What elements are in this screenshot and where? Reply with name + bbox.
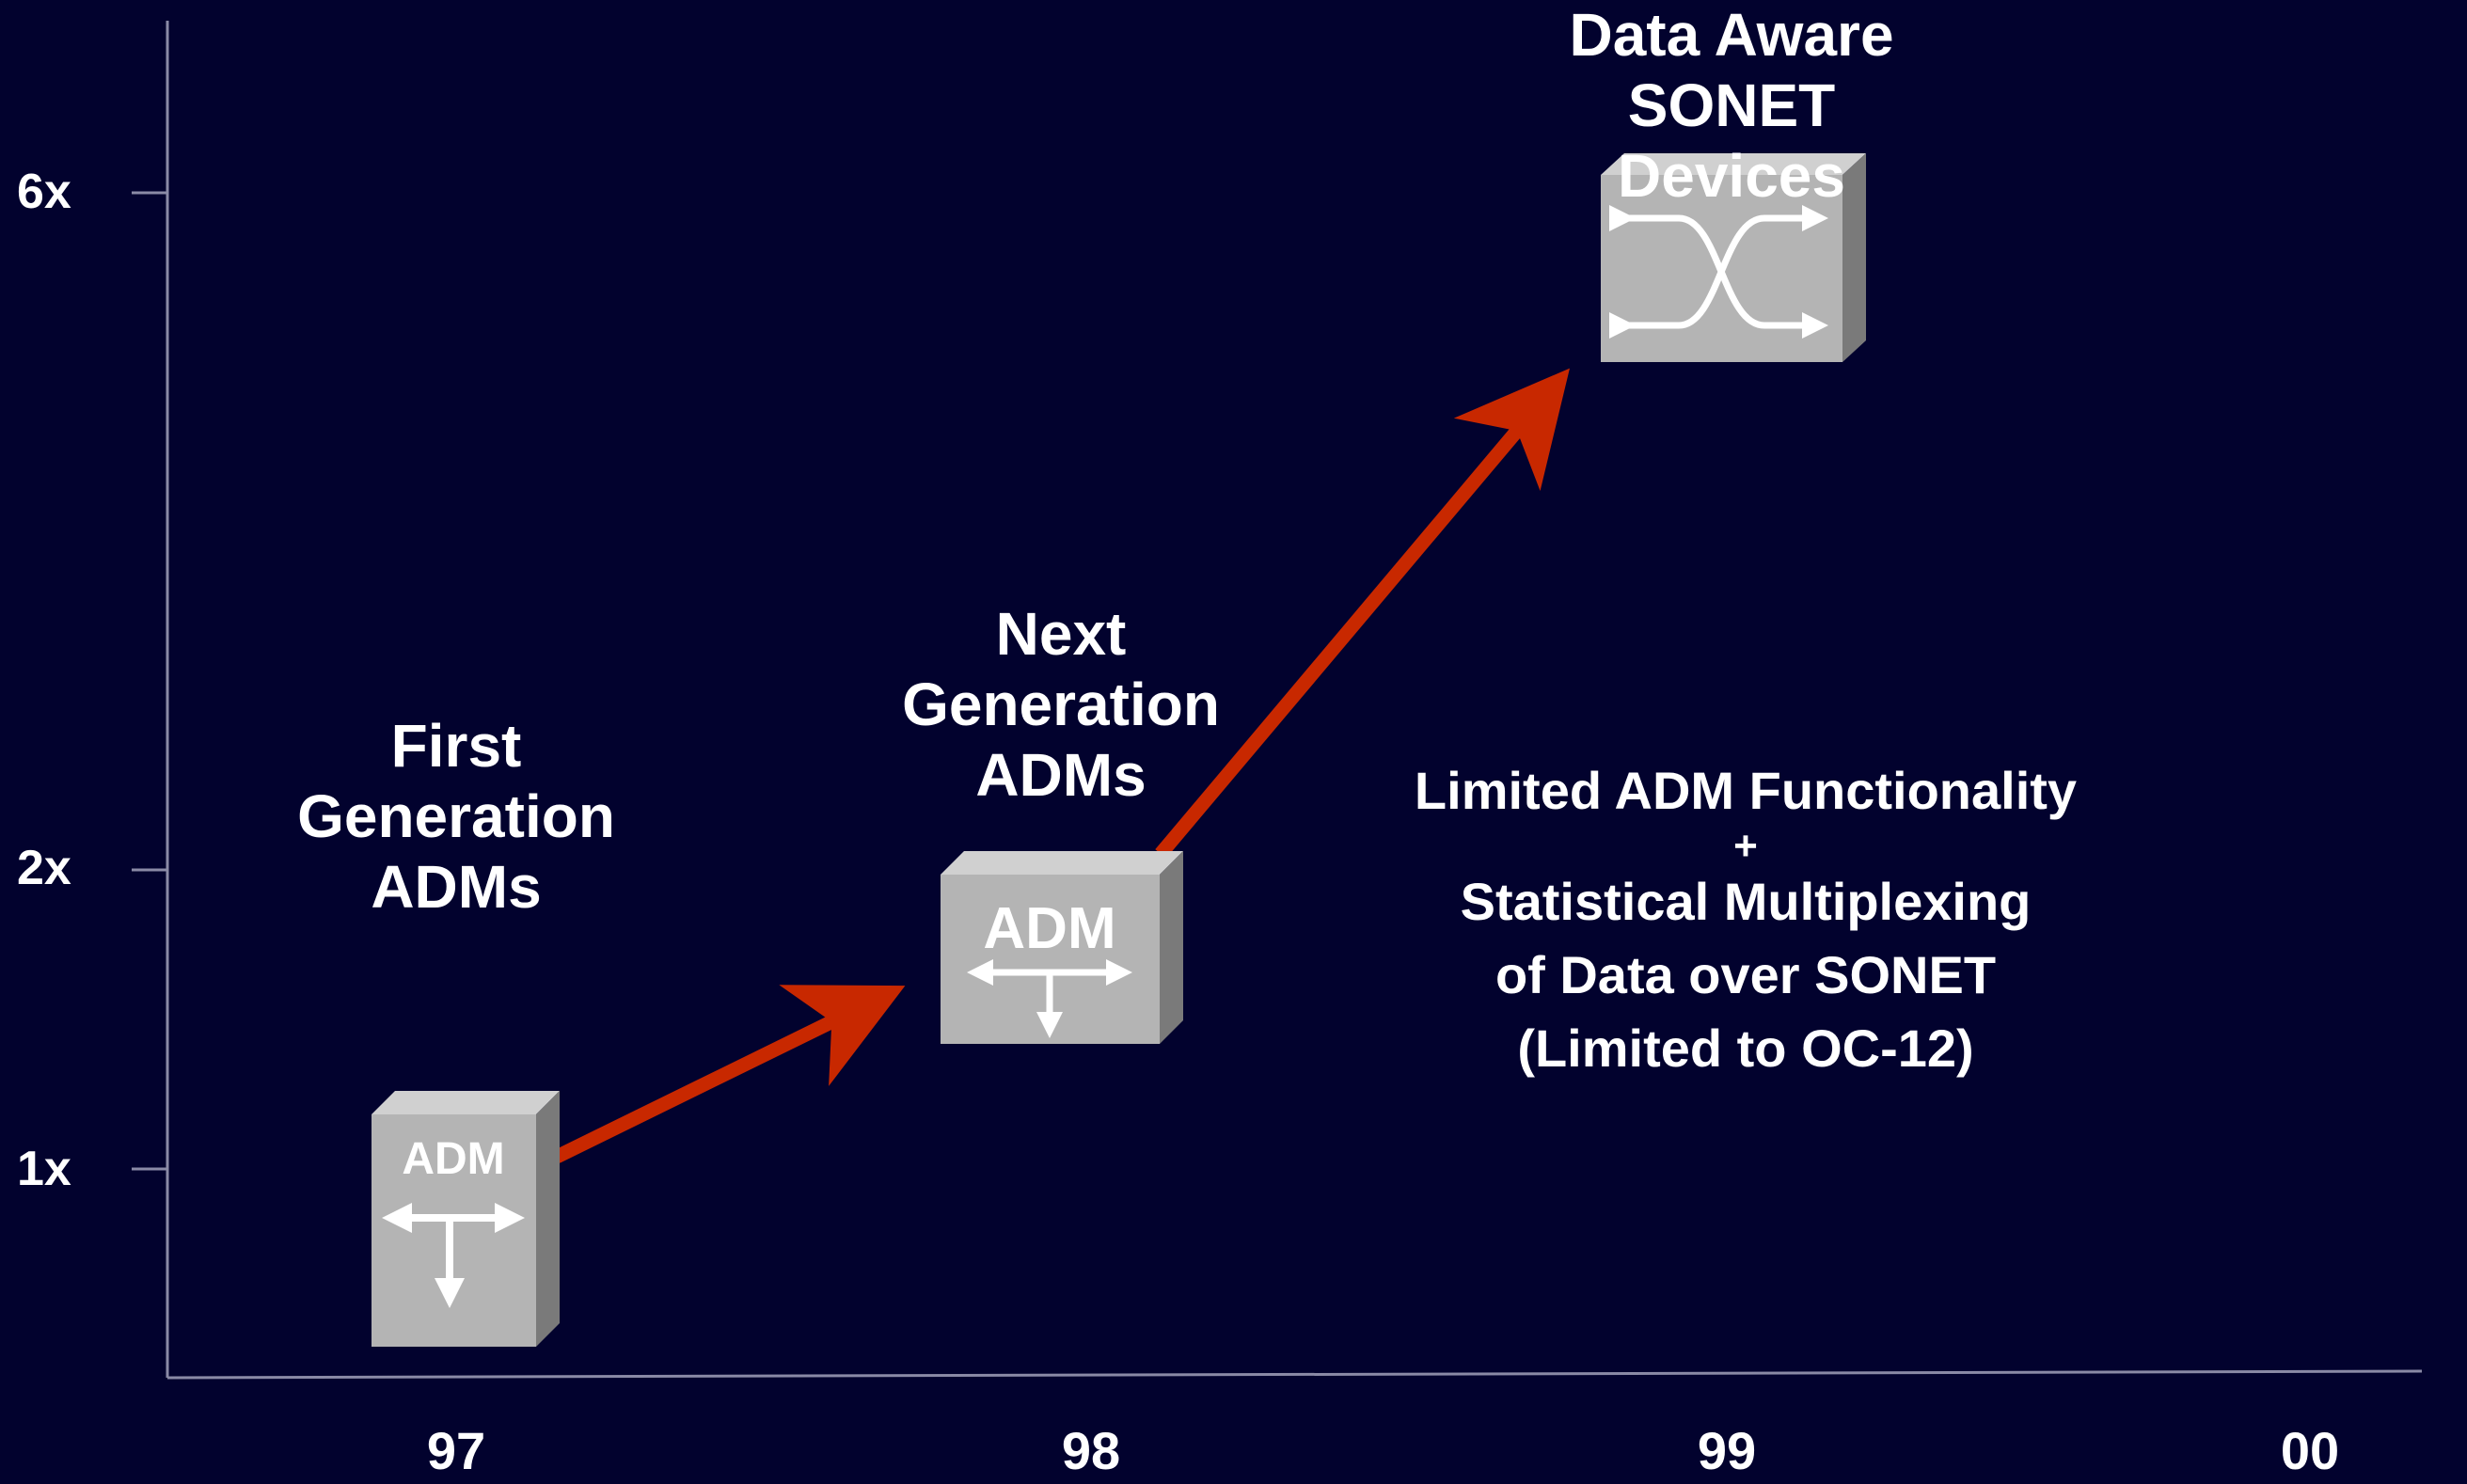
drop-arrows-icon: [382, 1203, 525, 1308]
data-aware-device: [1601, 153, 1866, 362]
next-title-line-3: ADMs: [975, 741, 1147, 809]
x-tick-label-98: 98: [1061, 1421, 1121, 1480]
arrow-first-to-next: [553, 985, 906, 1163]
first-generation-title: First Generation ADMs: [221, 711, 691, 923]
first-adm-device: ADM: [372, 1091, 560, 1347]
next-adm-device: ADM: [941, 851, 1183, 1044]
x-tick-label-99: 99: [1697, 1421, 1757, 1480]
drop-arrows-icon: [967, 959, 1132, 1038]
y-tick-label-2x: 2x: [17, 841, 71, 895]
data-aware-title: Data Aware SONET Devices: [1496, 0, 1967, 212]
next-title-line-1: Next: [995, 600, 1127, 668]
cross-connect-icon: [1609, 205, 1828, 339]
first-title-line-3: ADMs: [371, 853, 542, 921]
data-aware-title-line-1: Data Aware: [1569, 1, 1894, 69]
description-plus: +: [1733, 823, 1758, 869]
first-adm-device-label: ADM: [402, 1134, 504, 1184]
y-tick-label-6x: 6x: [17, 165, 71, 219]
description-block: Limited ADM Functionality + Statistical …: [1322, 754, 2169, 1085]
description-line-2: Statistical Multiplexing: [1460, 872, 2032, 931]
description-line-4: (Limited to OC-12): [1517, 1018, 1974, 1078]
description-line-1: Limited ADM Functionality: [1414, 761, 2078, 820]
data-aware-title-line-3: Devices: [1618, 142, 1845, 210]
first-title-line-2: Generation: [297, 782, 615, 850]
data-aware-title-line-2: SONET: [1627, 71, 1836, 139]
first-title-line-1: First: [390, 712, 522, 780]
next-title-line-2: Generation: [902, 671, 1220, 738]
arrow-next-to-data-aware: [1155, 368, 1570, 859]
y-tick-label-1x: 1x: [17, 1142, 71, 1196]
x-tick-label-97: 97: [426, 1421, 486, 1480]
x-axis: [166, 1369, 2423, 1380]
next-adm-device-label: ADM: [983, 896, 1115, 961]
x-tick-label-00: 00: [2280, 1421, 2340, 1480]
next-generation-title: Next Generation ADMs: [826, 599, 1296, 811]
description-line-3: of Data over SONET: [1494, 945, 1997, 1004]
